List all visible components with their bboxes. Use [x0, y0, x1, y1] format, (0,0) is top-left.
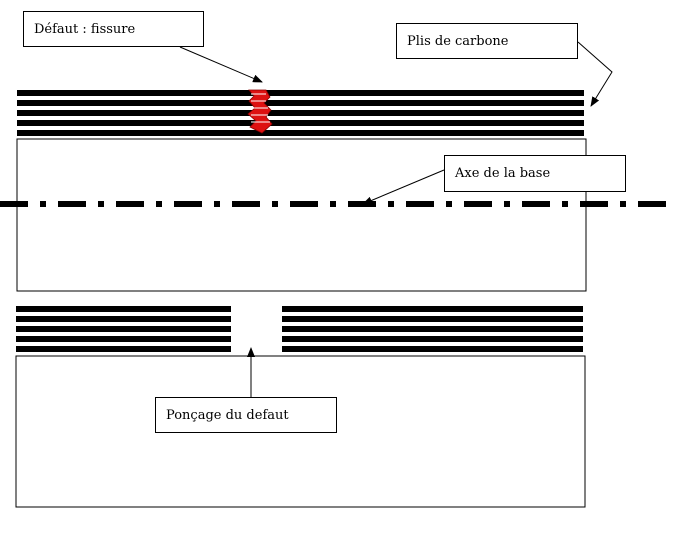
defect-label: Défaut : fissure [23, 11, 204, 47]
bottom-left-ply-4 [16, 336, 231, 342]
crack-texture [251, 93, 270, 123]
top-ply-4 [17, 120, 584, 126]
bottom-carbon-plies-right [282, 306, 583, 352]
defect-arrow [179, 46, 263, 83]
top-ply-5 [17, 130, 584, 136]
sanding-label: Ponçage du defaut [155, 397, 337, 433]
bottom-left-ply-5 [16, 346, 231, 352]
bottom-left-ply-3 [16, 326, 231, 332]
bottom-right-ply-3 [282, 326, 583, 332]
plies-arrow [577, 41, 613, 107]
plies-label: Plis de carbone [396, 23, 578, 59]
top-ply-3 [17, 110, 584, 116]
top-ply-2 [17, 100, 584, 106]
axis-label: Axe de la base [444, 155, 626, 192]
bottom-right-ply-1 [282, 306, 583, 312]
axis-arrow [362, 169, 445, 205]
bottom-right-ply-4 [282, 336, 583, 342]
top-ply-1 [17, 90, 584, 96]
bottom-right-ply-5 [282, 346, 583, 352]
bottom-right-ply-2 [282, 316, 583, 322]
top-carbon-plies [17, 90, 584, 136]
bottom-left-ply-1 [16, 306, 231, 312]
crack-defect [247, 89, 273, 134]
bottom-left-ply-2 [16, 316, 231, 322]
bottom-carbon-plies-left [16, 306, 231, 352]
